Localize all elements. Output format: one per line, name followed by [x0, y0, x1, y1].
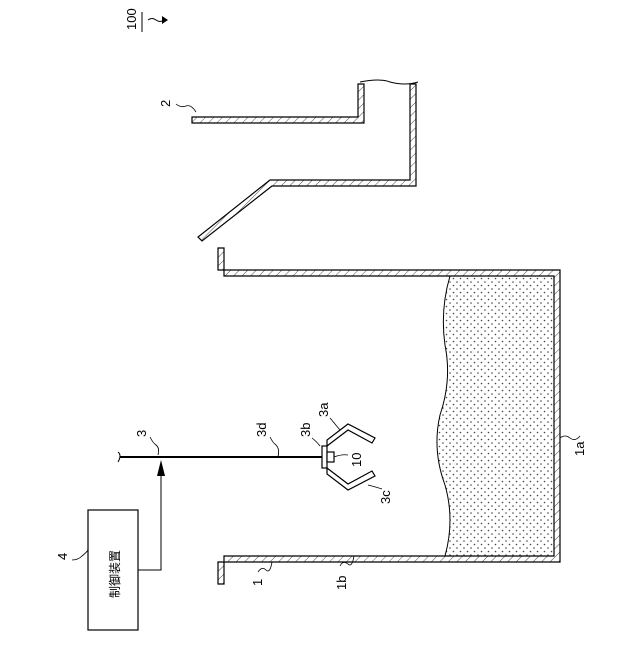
chute-break-line	[360, 80, 418, 84]
tank-leader	[258, 562, 272, 572]
fill-label: 1a	[572, 441, 587, 456]
lower-blade	[327, 468, 375, 490]
stirrer-label: 3	[134, 430, 149, 437]
chute-label: 2	[158, 100, 173, 107]
chute: 2	[158, 80, 418, 241]
controller: 制御装置 4	[55, 460, 165, 630]
shaft-label: 3d	[254, 423, 269, 437]
tank-label: 1	[250, 579, 265, 586]
sensor-block	[327, 452, 334, 462]
fill-leader	[560, 436, 580, 440]
controller-leader	[72, 550, 88, 560]
stirrer-leader	[150, 437, 159, 455]
fill-material	[437, 276, 554, 556]
sensor-leader	[334, 455, 348, 457]
figure-wavy-arrow	[148, 19, 164, 22]
head-c-label: 3c	[378, 490, 393, 504]
chute-leader	[176, 104, 196, 112]
head-b-leader	[312, 438, 320, 446]
upper-blade	[327, 424, 375, 446]
head-a-leader	[330, 418, 340, 430]
stirrer-hub	[322, 446, 327, 468]
head-a-label: 3a	[316, 402, 331, 417]
chute-upper-wall	[192, 84, 364, 123]
controller-label: 4	[55, 553, 70, 560]
head-b-label: 3b	[298, 423, 313, 437]
tank-wall-label: 1b	[334, 576, 349, 590]
head-c-leader	[368, 485, 382, 489]
sensor-label: 10	[349, 453, 364, 467]
shaft-leader	[270, 437, 279, 457]
stirrer: 3 3d 3b 3a 10 3c	[118, 402, 393, 504]
figure-number: 100	[124, 8, 139, 30]
shaft-break	[118, 452, 120, 462]
signal-arrow-head	[157, 460, 165, 476]
figure-arrow-head	[162, 16, 168, 24]
chute-lower-wall	[198, 84, 416, 241]
figure-reference: 100	[124, 8, 168, 32]
signal-line	[138, 476, 161, 570]
tank: 1 1b 1a	[218, 248, 587, 590]
controller-text: 制御装置	[107, 550, 122, 598]
